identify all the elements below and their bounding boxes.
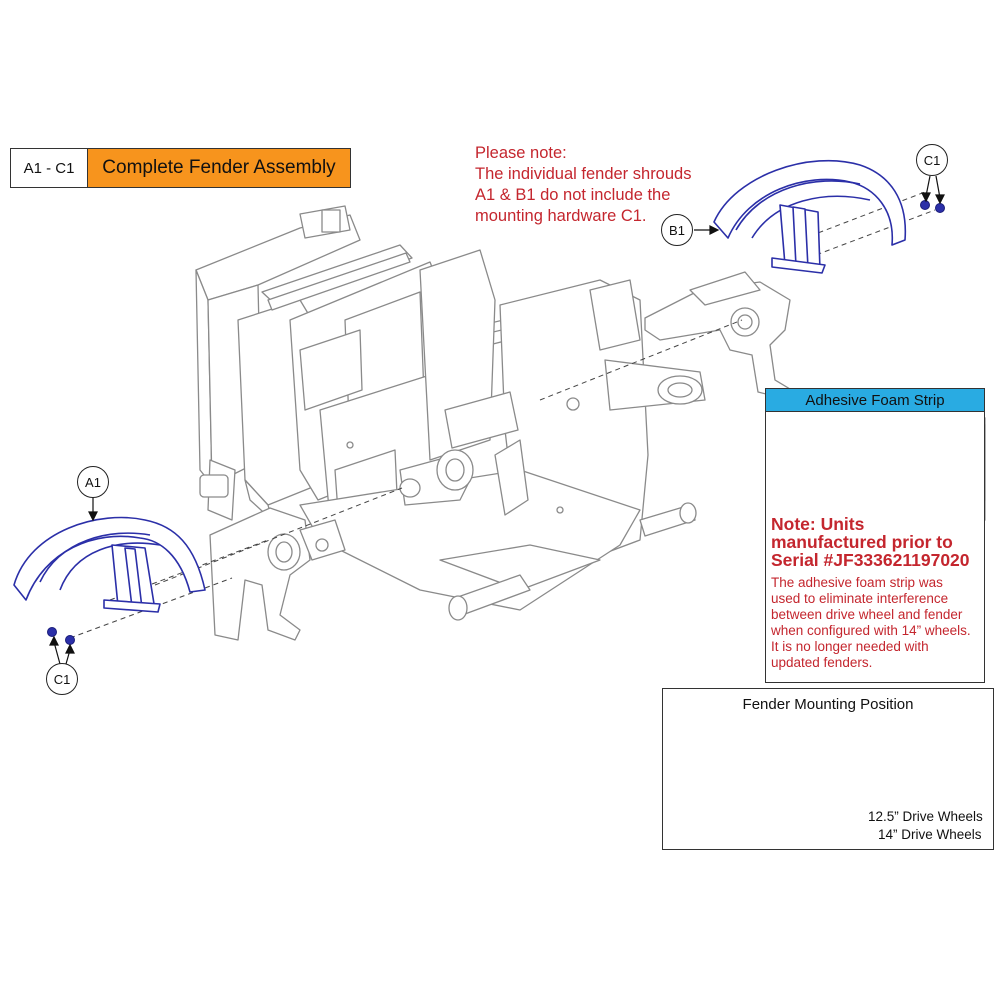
screw-c1-bottom-icon: [47, 627, 75, 645]
foam-note-line: when configured with 14” wheels.: [771, 623, 971, 638]
note-line: Please note:: [475, 144, 567, 162]
foam-panel-header: Adhesive Foam Strip: [766, 389, 984, 412]
assembly-legend: A1 - C1 Complete Fender Assembly: [10, 148, 351, 188]
fender-b1: [713, 159, 907, 274]
note-line: A1 & B1 do not include the: [475, 186, 671, 204]
leader-lines: [49, 175, 945, 665]
chassis-frame: [195, 205, 706, 621]
right-bracket: [644, 271, 796, 401]
callout-b1: B1: [661, 214, 693, 246]
note-line: mounting hardware C1.: [475, 207, 647, 225]
legend-label: Complete Fender Assembly: [88, 149, 350, 187]
hardware-note: Please note: The individual fender shrou…: [475, 143, 691, 227]
foam-note-heading-line: Serial #JF333621197020: [771, 550, 970, 570]
foam-note-line: updated fenders.: [771, 655, 873, 670]
callout-c1-top: C1: [916, 144, 948, 176]
mounting-position-title: Fender Mounting Position: [742, 696, 914, 713]
foam-strip-panel: Adhesive Foam Strip Note: Units manufact…: [765, 388, 985, 683]
left-bracket: [209, 507, 346, 641]
screw-c1-top-icon: [920, 200, 945, 213]
note-line: The individual fender shrouds: [475, 165, 692, 183]
foam-note-line: between drive wheel and fender: [771, 607, 963, 622]
label-12-5-drive-wheels: 12.5” Drive Wheels: [868, 809, 983, 824]
foam-note-heading-line: manufactured prior to: [771, 532, 953, 552]
mounting-position-panel: Fender Mounting Position: [662, 688, 994, 850]
legend-code: A1 - C1: [11, 149, 88, 187]
label-14-drive-wheels: 14” Drive Wheels: [878, 827, 982, 842]
foam-note-line: It is no longer needed with: [771, 639, 929, 654]
callout-a1: A1: [77, 466, 109, 498]
foam-note-line: The adhesive foam strip was: [771, 575, 943, 590]
foam-note-heading-line: Note: Units: [771, 514, 865, 534]
fender-a1: [13, 516, 206, 613]
callout-c1-bottom: C1: [46, 663, 78, 695]
foam-note-body: The adhesive foam strip was used to elim…: [771, 575, 971, 671]
foam-note-line: used to eliminate interference: [771, 591, 949, 606]
foam-note-heading: Note: Units manufactured prior to Serial…: [771, 515, 970, 569]
